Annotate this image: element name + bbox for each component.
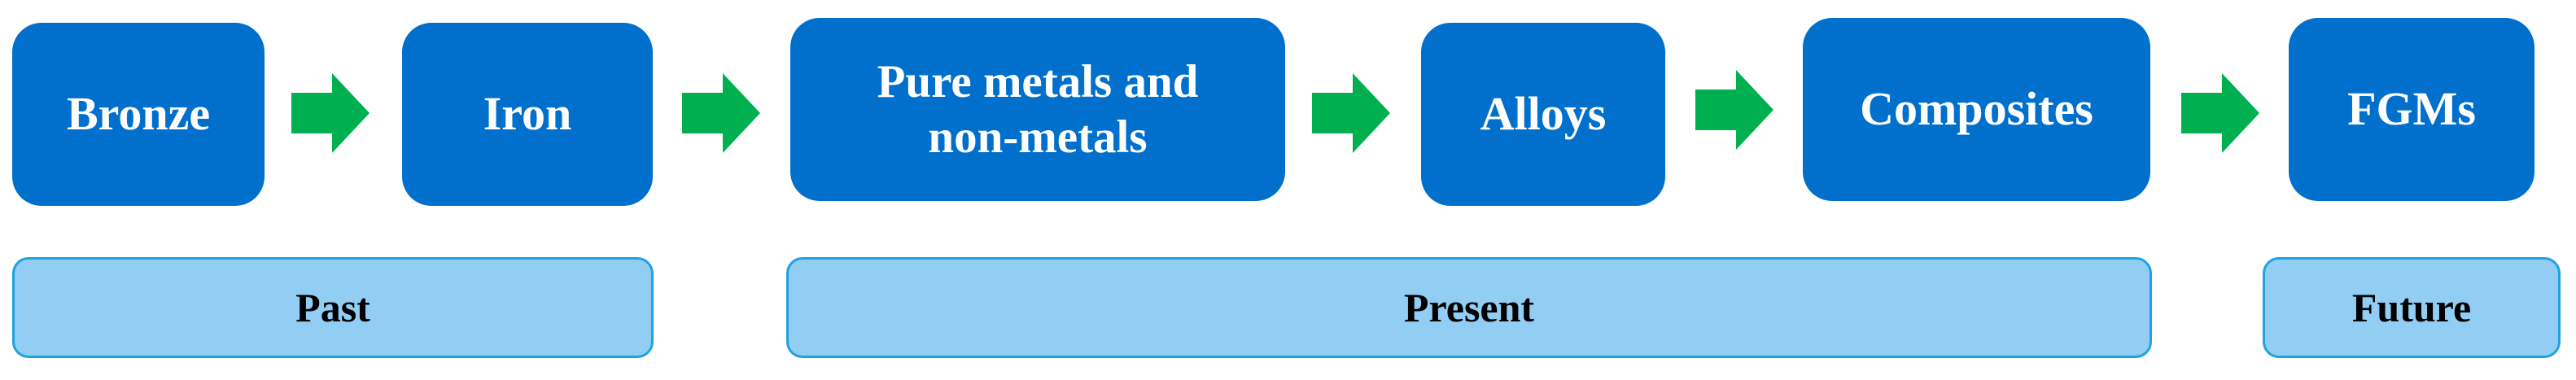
stage-iron-label: Iron <box>483 87 572 141</box>
stage-pure-metals-label: Pure metals and non-metals <box>877 55 1199 164</box>
era-present: Present <box>786 257 2152 358</box>
era-present-label: Present <box>1403 285 1535 330</box>
stage-composites: Composites <box>1803 18 2150 201</box>
era-past-label: Past <box>295 285 370 330</box>
stage-pure-metals-line-1: Pure metals and <box>877 56 1199 108</box>
era-past: Past <box>12 257 654 358</box>
stage-alloys-label: Alloys <box>1480 87 1607 141</box>
arrow-right-icon <box>1312 73 1390 153</box>
stage-alloys: Alloys <box>1421 23 1665 206</box>
era-future: Future <box>2263 257 2561 358</box>
arrow-right-icon <box>1695 70 1773 150</box>
era-future-label: Future <box>2351 285 2472 330</box>
stage-composites-label: Composites <box>1860 82 2093 136</box>
stage-iron: Iron <box>402 23 653 206</box>
stage-bronze-label: Bronze <box>66 87 211 141</box>
arrow-right-icon <box>682 73 760 153</box>
arrow-right-icon <box>2181 73 2259 153</box>
arrow-right-icon <box>291 73 370 153</box>
stage-fgms-label: FGMs <box>2347 82 2476 136</box>
stage-pure-metals: Pure metals and non-metals <box>790 18 1285 201</box>
stage-fgms: FGMs <box>2289 18 2534 201</box>
stage-pure-metals-line-2: non-metals <box>928 111 1148 163</box>
stage-bronze: Bronze <box>12 23 265 206</box>
